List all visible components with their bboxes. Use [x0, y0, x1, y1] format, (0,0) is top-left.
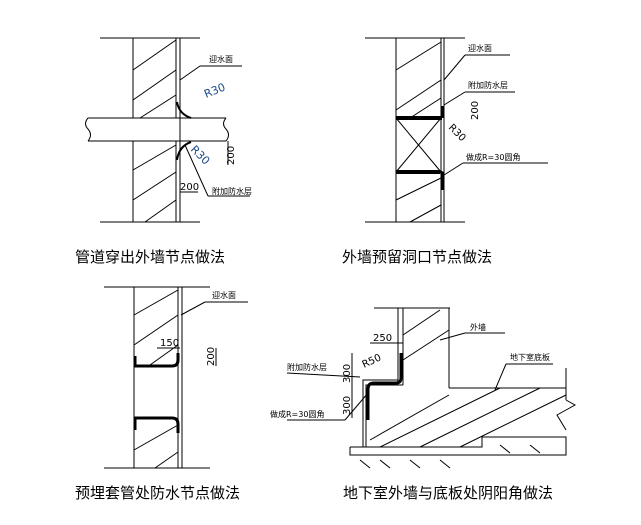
- label-water-face: 迎水面: [212, 290, 236, 300]
- dim-200: 200: [470, 101, 481, 120]
- label-water-face: 迎水面: [209, 54, 233, 64]
- label-extra-layer: 附加防水层: [287, 362, 327, 372]
- dim-r50: R50: [361, 352, 383, 370]
- dim-150: 150: [160, 338, 179, 349]
- label-extra-layer: 附加防水层: [212, 186, 252, 196]
- label-round-corner: 做成R=30圆角: [270, 409, 324, 419]
- embedded-sleeve-detail: 迎水面 150 200 预埋套管处防水节点做法: [75, 286, 248, 502]
- wall-opening-detail: 迎水面 附加防水层 200 R30 做成R=30圆角 外墙预留洞口节点做法: [342, 37, 548, 266]
- label-basement-slab: 地下室底板: [510, 352, 550, 362]
- dim-r30-top: R30: [202, 81, 227, 101]
- dim-200-vertical: 200: [226, 146, 237, 165]
- dim-200: 200: [206, 347, 217, 366]
- label-extra-layer: 附加防水层: [468, 80, 508, 90]
- dim-300-upper: 300: [342, 364, 353, 383]
- basement-wall-slab-corner-detail: 外墙 地下室底板 附加防水层 做成R=30圆角 250 R50 300 300 …: [270, 307, 577, 502]
- title: 外墙预留洞口节点做法: [342, 248, 492, 266]
- label-round-corner: 做成R=30圆角: [466, 152, 520, 162]
- dim-250: 250: [373, 333, 392, 344]
- title: 地下室外墙与底板处阴阳角做法: [343, 484, 553, 502]
- label-water-face: 迎水面: [468, 43, 492, 53]
- title: 管道穿出外墙节点做法: [75, 248, 225, 266]
- title: 预埋套管处防水节点做法: [75, 484, 240, 502]
- dim-r30-bottom: R30: [188, 143, 212, 167]
- pipe-through-wall-detail: 迎水面 R30 R30 200 200 附加防水层 管道穿出外墙节点做法: [75, 37, 252, 266]
- dim-r30: R30: [446, 122, 468, 144]
- dim-300-lower: 300: [342, 396, 353, 415]
- dim-200-horizontal: 200: [180, 182, 199, 193]
- label-outer-wall: 外墙: [470, 322, 486, 332]
